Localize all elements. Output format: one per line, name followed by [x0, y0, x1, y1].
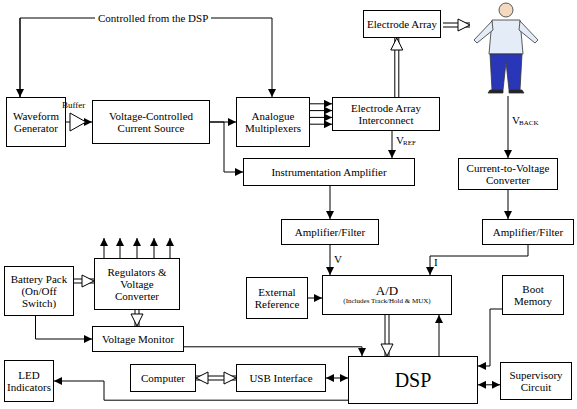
- signal-connector: [184, 347, 362, 356]
- box-label: Current-to-Voltage Converter: [462, 162, 554, 186]
- control-note: Controlled from the DSP: [95, 12, 211, 24]
- signal-name: V: [512, 114, 520, 126]
- person-figure: [474, 3, 538, 93]
- computer-box: Computer: [130, 364, 196, 392]
- signal-connector: [330, 186, 331, 219]
- signal-name: REF: [403, 140, 416, 148]
- box-label: Analogue Multiplexers: [240, 110, 306, 134]
- led-box: LED Indicators: [4, 360, 54, 402]
- signal-connector: [326, 378, 348, 379]
- supply-rails: [104, 238, 170, 258]
- filter-box: Amplifier/Filter: [482, 219, 574, 245]
- box-note: (Includes Track/Hold & MUX): [343, 298, 430, 306]
- signal-name: V: [396, 134, 404, 146]
- signal-name: V: [334, 253, 342, 265]
- box-label: LED Indicators: [7, 369, 51, 393]
- regulator-box: Regulators & Voltage Converter: [94, 258, 180, 310]
- usb-box: USB Interface: [236, 364, 326, 392]
- buffer-symbol: [70, 113, 86, 131]
- box-label: Regulators & Voltage Converter: [98, 266, 176, 302]
- signal-connector: [330, 245, 331, 275]
- current-source-box: Voltage-Controlled Current Source: [92, 100, 210, 144]
- signal-connector: [74, 281, 94, 282]
- monitor-box: Voltage Monitor: [92, 326, 184, 352]
- multiplexer-box: Analogue Multiplexers: [236, 97, 310, 147]
- box-label: Computer: [141, 372, 185, 384]
- electrode-arrow: [443, 25, 470, 26]
- box-label: Supervisory Circuit: [504, 369, 568, 393]
- signal-name: I: [434, 256, 438, 268]
- box-label: A/D: [376, 284, 398, 298]
- signal-connector: [508, 190, 509, 219]
- signal-connector: [430, 245, 528, 275]
- signal-connector: [478, 384, 500, 385]
- processor-box: DSP: [348, 356, 478, 404]
- vback-wire: [508, 96, 509, 158]
- adc-box: A/D(Includes Track/Hold & MUX): [322, 275, 452, 315]
- box-label: Boot Memory: [506, 283, 560, 307]
- battery-box: Battery Pack (On/Off Switch): [4, 266, 74, 316]
- signal-name: Buffer: [62, 101, 85, 111]
- box-label: Voltage-Controlled Current Source: [96, 110, 206, 134]
- signal-connector: [137, 310, 138, 326]
- box-label: Amplifier/Filter: [295, 226, 365, 238]
- generator-box: Waveform Generator: [6, 97, 66, 147]
- box-label: External Reference: [250, 286, 304, 310]
- signal-connector: [387, 315, 388, 356]
- signal-connector: [392, 131, 393, 158]
- signal-connector: [439, 315, 440, 356]
- signal-connector: [36, 316, 93, 339]
- filter-box: Amplifier/Filter: [281, 219, 379, 245]
- box-label: Waveform Generator: [10, 110, 62, 134]
- signal-connector: [396, 38, 397, 97]
- box-label: Voltage Monitor: [102, 333, 174, 345]
- supervisor-box: Supervisory Circuit: [500, 362, 572, 400]
- box-label: Electrode Array Interconnect: [336, 102, 436, 126]
- box-label: Instrumentation Amplifier: [271, 166, 386, 178]
- converter-box: Current-to-Voltage Converter: [458, 158, 558, 190]
- box-label: DSP: [395, 369, 432, 391]
- signal-connector: [478, 309, 502, 366]
- control-line: [20, 18, 272, 97]
- interconnect-box: Electrode Array Interconnect: [332, 97, 440, 131]
- reference-box: External Reference: [246, 277, 308, 319]
- box-label: USB Interface: [249, 372, 312, 384]
- box-label: Amplifier/Filter: [493, 226, 563, 238]
- amplifier-box: Instrumentation Amplifier: [243, 158, 415, 186]
- signal-name: BACK: [519, 120, 538, 128]
- electrode-box: Electrode Array: [363, 10, 441, 38]
- signal-connector: [310, 104, 332, 124]
- signal-connector: [308, 298, 322, 299]
- box-label: Electrode Array: [367, 18, 437, 30]
- memory-box: Boot Memory: [502, 275, 564, 315]
- box-label: Battery Pack (On/Off Switch): [8, 273, 70, 309]
- signal-connector: [196, 378, 236, 379]
